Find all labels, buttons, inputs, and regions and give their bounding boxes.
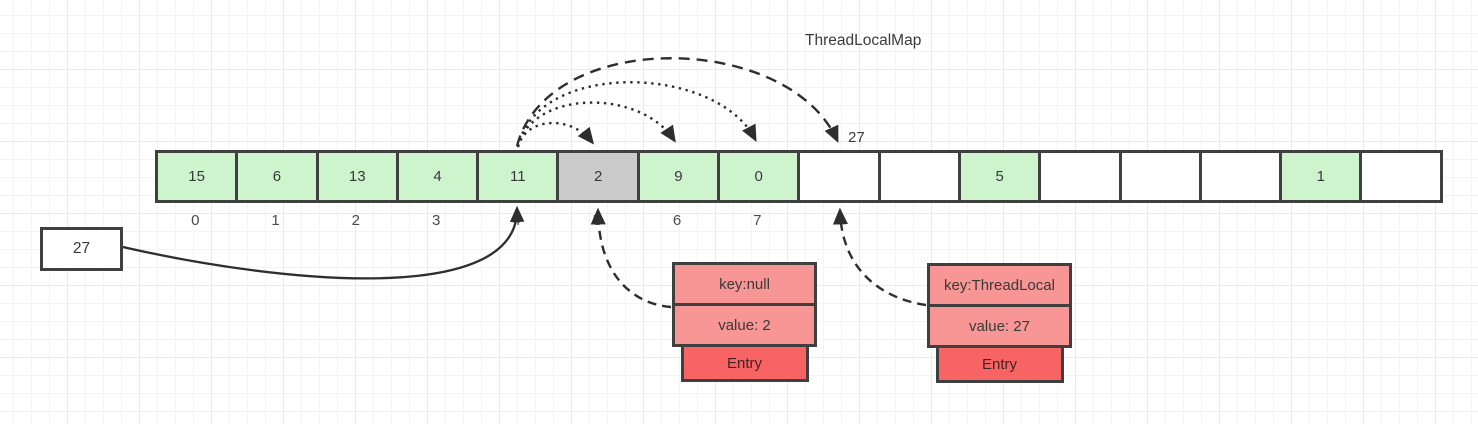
- entry-box-threadlocal-key: key:ThreadLocal value: 27 Entry: [927, 263, 1072, 383]
- slot-index-label-5: 5: [592, 212, 601, 229]
- slot-index-label-3: 3: [431, 212, 441, 229]
- probe-arc-to-slot7: [516, 81, 757, 148]
- array-cell-3: 4: [395, 150, 480, 203]
- entry-key-field: key:ThreadLocal: [927, 263, 1072, 307]
- array-cell-14: 1: [1279, 150, 1363, 203]
- entry-key-field: key:null: [672, 262, 817, 306]
- entry-value-field: value: 27: [927, 304, 1072, 348]
- hash-value-box: 27: [40, 227, 123, 271]
- entry-type-label: Entry: [935, 345, 1064, 383]
- diagram-title: ThreadLocalMap: [805, 32, 922, 49]
- slot-index-label-1: 1: [271, 212, 280, 229]
- array-cell-0: 15: [155, 150, 239, 203]
- array-cell-4: 11: [476, 150, 560, 203]
- array-cell-12: [1118, 150, 1202, 203]
- array-cell-1: 6: [235, 150, 319, 203]
- entry-threadlocal-to-slot8-arrow: [832, 207, 927, 307]
- slot-index-label-7: 7: [753, 212, 762, 229]
- array-cell-9: [877, 150, 961, 203]
- slot-index-label-6: 6: [672, 212, 682, 229]
- hash-value: 27: [72, 240, 91, 257]
- array-cell-13: [1198, 150, 1283, 203]
- probe-result-label: 27: [848, 129, 865, 146]
- entry-box-null-key: key:null value: 2 Entry: [672, 262, 817, 382]
- slot-index-label-2: 2: [351, 212, 361, 229]
- array-cell-2: 13: [315, 150, 399, 203]
- probe-arc-to-slot8: [515, 57, 839, 147]
- array-cell-5: 2: [556, 150, 640, 203]
- slot-index-label-4: 4: [512, 212, 521, 229]
- array-cell-6: 9: [636, 150, 721, 203]
- slot-index-label-0: 0: [191, 212, 200, 229]
- probe-arc-to-slot6: [516, 101, 676, 148]
- array-cell-11: [1038, 150, 1122, 203]
- entry-value-field: value: 2: [672, 303, 817, 347]
- array-cell-15: [1359, 150, 1443, 203]
- array-cell-7: 0: [717, 150, 801, 203]
- array-cell-10: 5: [957, 150, 1042, 203]
- entry-type-label: Entry: [680, 344, 809, 382]
- array-cell-8: [797, 150, 881, 203]
- probe-arc-to-slot5: [516, 121, 595, 148]
